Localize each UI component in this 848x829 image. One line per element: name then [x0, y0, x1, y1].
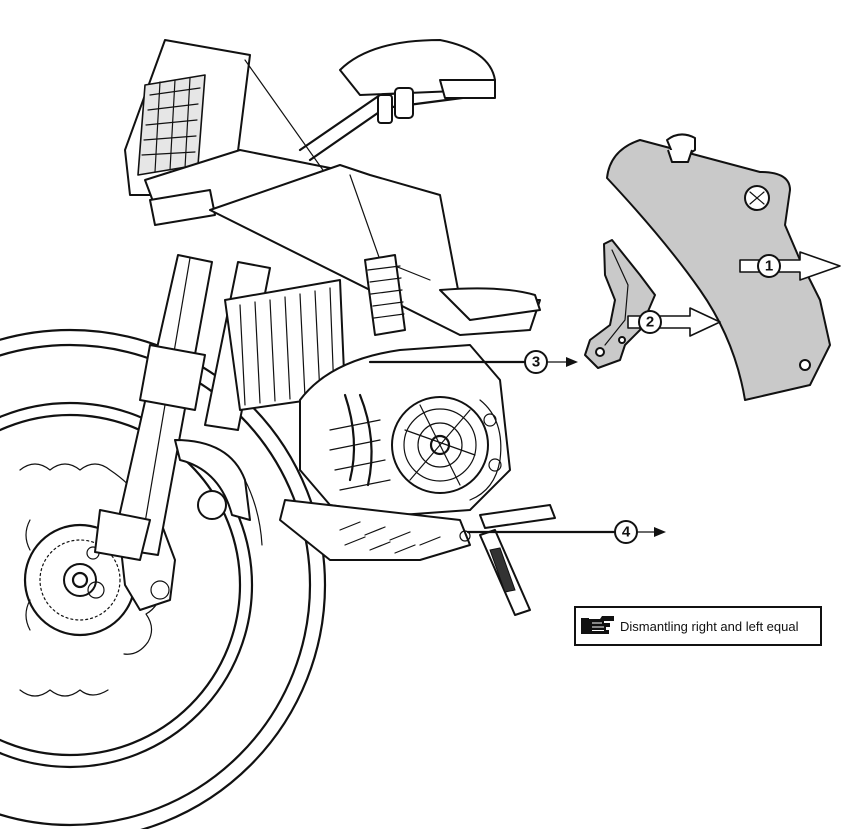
callout-4-label: 4 — [622, 524, 631, 541]
callout-1: 1 — [739, 251, 841, 281]
callout-1-label: 1 — [765, 258, 773, 275]
skid-plate — [279, 499, 471, 561]
bracket-part-2 — [584, 239, 656, 369]
side-panel-part-1 — [606, 133, 831, 401]
note-text: Dismantling right and left equal — [620, 618, 799, 634]
pointing-hand-icon — [576, 608, 620, 644]
handlebar — [298, 39, 496, 162]
frame-engine — [209, 164, 556, 616]
callout-3-label: 3 — [532, 354, 540, 371]
front-fairing — [124, 39, 341, 226]
callout-2: 2 — [627, 307, 721, 337]
note-box: Dismantling right and left equal — [574, 606, 822, 646]
callout-4: 4 — [466, 520, 666, 544]
callout-3: 3 — [368, 350, 578, 374]
callout-2-label: 2 — [646, 314, 654, 331]
